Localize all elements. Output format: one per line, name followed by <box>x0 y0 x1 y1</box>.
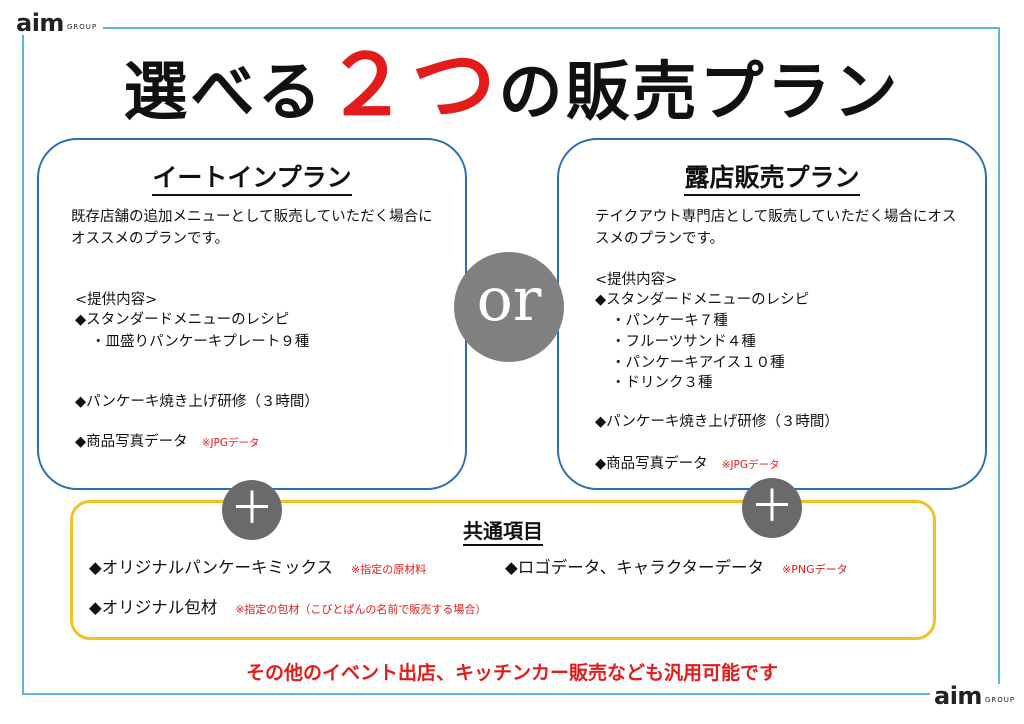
stall-item-recipe: ◆スタンダードメニューのレシピ <box>595 292 810 308</box>
logo-data-note: ※PNGデータ <box>782 563 848 576</box>
eat-in-plan-description: 既存店舗の追加メニューとして販売していただく場合にオススメのプランです。 <box>71 209 433 247</box>
page-title: 選べる２つの販売プラン <box>0 40 1024 138</box>
footer-note: その他のイベント出店、キッチンカー販売なども汎用可能です <box>245 662 778 684</box>
plus-icon: ＋ <box>222 480 282 540</box>
stall-plan-description: テイクアウト専門店として販売していただく場合にオススメのプランです。 <box>595 209 957 247</box>
eat-in-contents-label: <提供内容> <box>75 292 158 308</box>
eat-in-item-plate: ・皿盛りパンケーキプレート９種 <box>91 334 310 350</box>
plus-icon: ＋ <box>742 478 802 538</box>
stall-item-drink: ・ドリンク３種 <box>611 375 713 391</box>
eat-in-plan-card: イートインプラン 既存店舗の追加メニューとして販売していただく場合にオススメのプ… <box>37 138 467 490</box>
eat-in-item-training: ◆パンケーキ焼き上げ研修（３時間） <box>75 394 319 410</box>
logo-subtext: GROUP <box>984 696 1016 704</box>
stall-item-pancake: ・パンケーキ７種 <box>611 313 728 329</box>
eat-in-item-photo: ◆商品写真データ※JPGデータ <box>75 434 260 450</box>
stall-contents-label: <提供内容> <box>595 272 678 288</box>
title-highlight: ２つ <box>324 36 499 134</box>
logo-text: aim <box>16 9 64 37</box>
logo-subtext: GROUP <box>66 23 98 31</box>
eat-in-plan-title: イートインプラン <box>39 158 465 196</box>
page-frame <box>22 27 1000 695</box>
eat-in-item-recipe: ◆スタンダードメニューのレシピ <box>75 312 290 328</box>
title-part2: の販売プラン <box>498 56 901 130</box>
eat-in-photo-note: ※JPGデータ <box>201 437 260 449</box>
stall-photo-note: ※JPGデータ <box>721 459 780 471</box>
title-part1: 選べる <box>123 56 325 130</box>
common-item-mix: ◆オリジナルパンケーキミックス※指定の原材料 <box>89 558 427 577</box>
or-badge: or <box>454 252 564 362</box>
stall-plan-title: 露店販売プラン <box>559 158 985 196</box>
common-items-title: 共通項目 <box>73 515 933 546</box>
stall-item-photo: ◆商品写真データ※JPGデータ <box>595 456 780 472</box>
packaging-note: ※指定の包材（こびとぱんの名前で販売する場合） <box>235 603 487 616</box>
common-item-packaging: ◆オリジナル包材※指定の包材（こびとぱんの名前で販売する場合） <box>89 598 487 617</box>
stall-plan-card: 露店販売プラン テイクアウト専門店として販売していただく場合にオススメのプランで… <box>557 138 987 490</box>
aim-group-logo: aim GROUP <box>930 682 1016 710</box>
stall-item-pancake-ice: ・パンケーキアイス１０種 <box>611 355 785 371</box>
logo-text: aim <box>934 682 982 710</box>
aim-group-logo: aim GROUP <box>16 9 104 37</box>
mix-note: ※指定の原材料 <box>351 563 427 576</box>
common-item-logo-data: ◆ロゴデータ、キャラクターデータ※PNGデータ <box>505 558 848 577</box>
stall-item-fruit-sandwich: ・フルーツサンド４種 <box>611 334 756 350</box>
common-items-card: 共通項目 ◆オリジナルパンケーキミックス※指定の原材料 ◆ロゴデータ、キャラクタ… <box>70 500 936 640</box>
stall-item-training: ◆パンケーキ焼き上げ研修（３時間） <box>595 414 839 430</box>
